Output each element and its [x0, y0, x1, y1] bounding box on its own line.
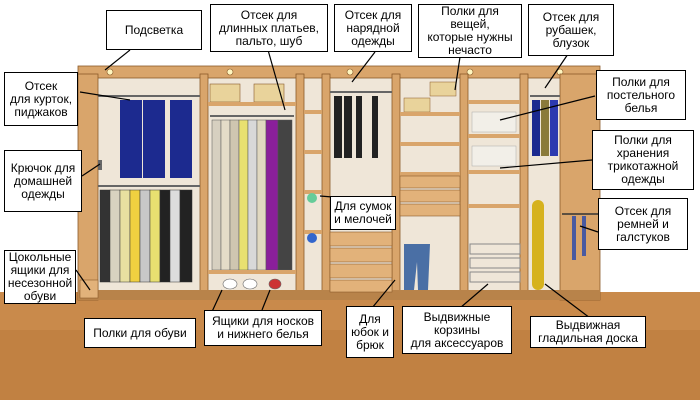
- jeans: [404, 244, 430, 290]
- hook: [98, 160, 102, 170]
- callout-shirts: Отсек для рубашек, блузок: [528, 4, 614, 56]
- shirts: [532, 100, 558, 156]
- callout-skirts-trousers: Для юбок и брюк: [346, 306, 394, 358]
- callout-ironing-board: Выдвижная гладильная доска: [530, 316, 646, 348]
- callout-shoe-shelves: Полки для обуви: [84, 318, 196, 348]
- callout-formal-wear: Отсек для нарядной одежды: [334, 4, 412, 52]
- shoes: [222, 278, 282, 290]
- shirts-lower: [99, 189, 193, 283]
- bag-shelves: [304, 110, 322, 234]
- callout-bags: Для сумок и мелочей: [330, 196, 396, 230]
- callout-bed-linen: Полки для постельного белья: [596, 70, 686, 120]
- callout-home-clothes-hook: Крючок для домашней одежды: [4, 150, 82, 212]
- mid-shelves: [400, 112, 460, 176]
- ironing-board: [532, 200, 544, 290]
- drawers: [329, 231, 393, 293]
- callout-knitwear: Полки для хранения трикотажной одежды: [592, 130, 694, 190]
- callout-baskets: Выдвижные корзины для аксессуаров: [402, 306, 512, 354]
- callout-backlight: Подсветка: [106, 10, 202, 50]
- formal-wear: [334, 96, 378, 158]
- backlight-lamps: [106, 68, 564, 76]
- callout-belts-ties: Отсек для ремней и галстуков: [598, 198, 688, 250]
- callout-offseason-shoes: Цокольные ящики для несезонной обуви: [4, 250, 76, 304]
- plinth: [78, 290, 600, 300]
- callout-jackets: Отсек для курток, пиджаков: [4, 72, 78, 126]
- side-panels: [77, 73, 601, 301]
- jackets: [120, 100, 192, 178]
- baskets: [469, 243, 521, 283]
- long-dresses: [211, 119, 293, 271]
- callout-sock-drawers: Ящики для носков и нижнего белья: [204, 310, 322, 346]
- callout-rarely-needed: Полки для вещей, которые нужны нечасто: [418, 4, 522, 58]
- callout-long-dresses: Отсек для длинных платьев, пальто, шуб: [210, 4, 328, 52]
